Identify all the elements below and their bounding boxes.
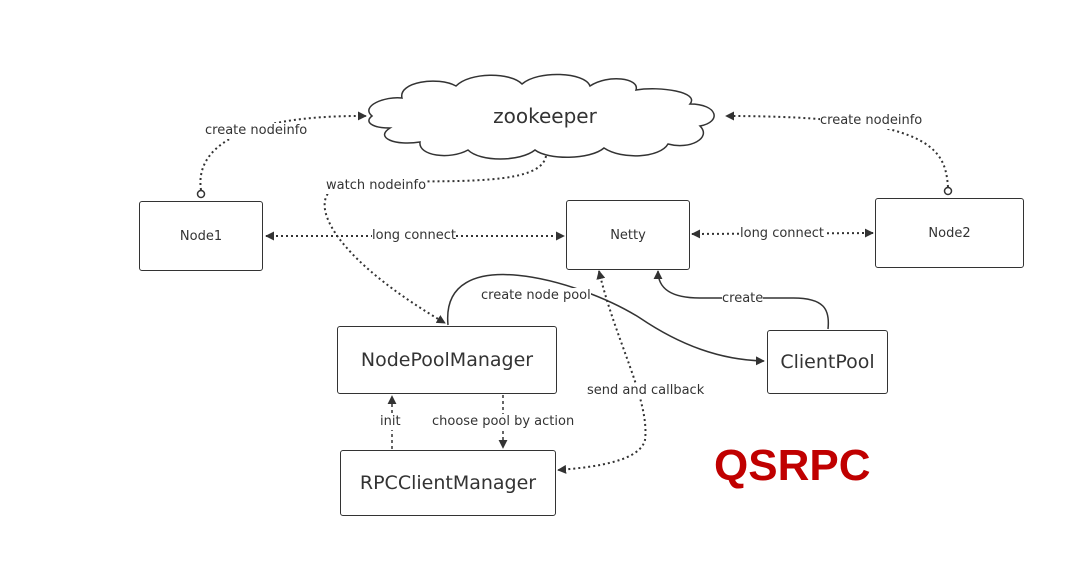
edge-node1-origin-dot	[196, 189, 206, 199]
edge-clientpool-to-netty	[653, 270, 830, 330]
zookeeper-cloud	[368, 73, 715, 160]
edge-label-clientpool-to-netty: create	[722, 291, 764, 307]
edge-label-rpcclientmanager-to-nodepoolmanager: init	[380, 414, 401, 430]
edge-nodepoolmanager-to-clientpool	[447, 273, 765, 366]
edge-label-node1-netty: long connect	[372, 228, 457, 244]
clientpool-box: ClientPool	[767, 330, 888, 394]
edge-node2-origin-dot	[943, 186, 953, 196]
node2-label: Node2	[928, 225, 971, 241]
edge-netty-rpcclientmanager	[557, 270, 647, 474]
edge-label-zookeeper-to-nodepoolmanager: watch nodeinfo	[326, 178, 427, 194]
netty-label: Netty	[610, 227, 646, 243]
rpcclientmanager-label: RPCClientManager	[359, 472, 537, 494]
node2-box: Node2	[875, 198, 1024, 268]
edge-label-netty-node2: long connect	[740, 226, 825, 242]
edge-label-node2-to-zookeeper: create nodeinfo	[820, 113, 923, 129]
nodepoolmanager-box: NodePoolManager	[337, 326, 557, 394]
netty-box: Netty	[566, 200, 690, 270]
rpcclientmanager-box: RPCClientManager	[340, 450, 556, 516]
node1-label: Node1	[179, 228, 223, 244]
brand-title: QSRPC	[714, 441, 871, 490]
node1-box: Node1	[139, 201, 263, 271]
edge-label-node1-to-zookeeper: create nodeinfo	[205, 123, 308, 139]
nodepoolmanager-label: NodePoolManager	[360, 349, 534, 371]
zookeeper-label: zookeeper	[493, 104, 597, 128]
edge-label-nodepoolmanager-to-rpcclientmanager: choose pool by action	[432, 414, 575, 430]
edge-label-nodepoolmanager-to-clientpool: create node pool	[481, 288, 591, 304]
clientpool-label: ClientPool	[780, 351, 875, 373]
edge-label-netty-rpcclientmanager: send and callback	[587, 383, 705, 399]
